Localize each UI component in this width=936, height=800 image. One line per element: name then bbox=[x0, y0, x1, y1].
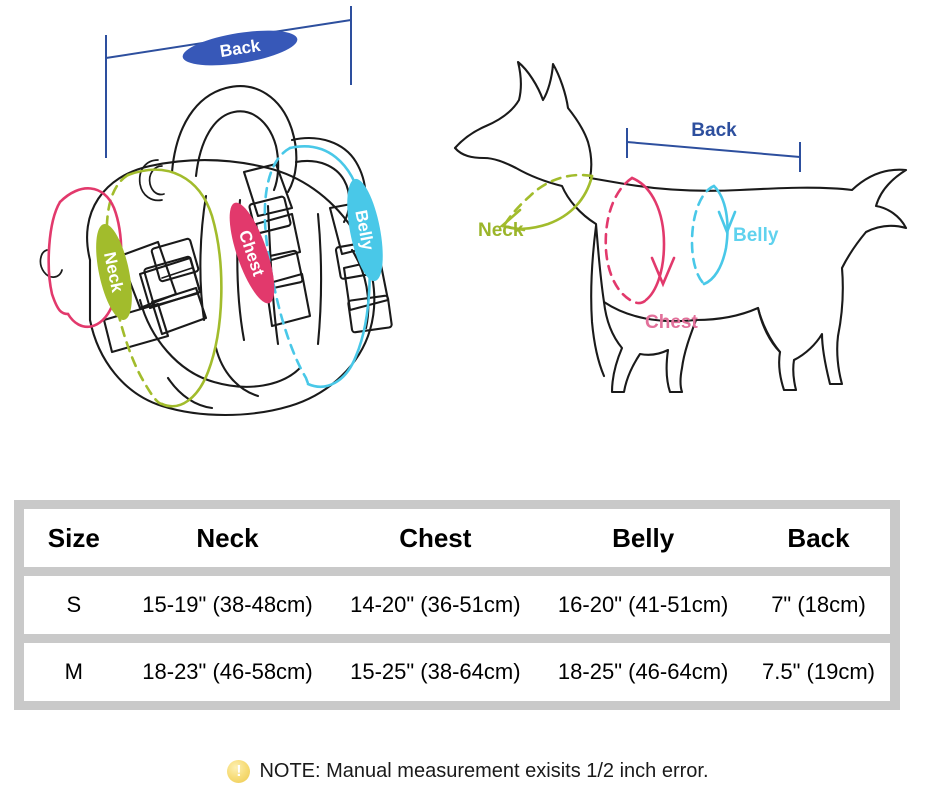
header-belly: Belly bbox=[612, 522, 675, 553]
cell-size: S bbox=[66, 592, 82, 617]
cell-chest: 15-25" (38-64cm) bbox=[350, 659, 521, 684]
header-size: Size bbox=[47, 522, 100, 553]
dog-back-label: Back bbox=[691, 120, 737, 141]
exclamation-icon: ! bbox=[227, 760, 251, 783]
dog-chest-loop bbox=[604, 176, 676, 305]
cell-neck: 15-19" (38-48cm) bbox=[142, 592, 313, 617]
dog-back-dimension: Back bbox=[626, 120, 801, 172]
table-header-row: Size Neck Chest Belly Back bbox=[24, 509, 890, 567]
dog-outline bbox=[453, 60, 908, 394]
header-chest: Chest bbox=[399, 522, 472, 553]
dog-neck-loop bbox=[499, 173, 594, 232]
harness-back-pill: Back bbox=[182, 30, 298, 66]
table-row: S 15-19" (38-48cm) 14-20" (36-51cm) 16-2… bbox=[24, 576, 890, 634]
note-text: NOTE: Manual measurement exisits 1/2 inc… bbox=[259, 760, 709, 782]
dog-chest-label: Chest bbox=[645, 312, 698, 333]
size-chart-table: Size Neck Chest Belly Back S 15-19" (38-… bbox=[14, 500, 900, 710]
dog-neck-label: Neck bbox=[478, 220, 524, 241]
cell-neck: 18-23" (46-58cm) bbox=[142, 659, 313, 684]
harness-neck-pill: Neck bbox=[96, 223, 132, 321]
harness-back-dimension bbox=[105, 6, 352, 158]
table-row: M 18-23" (46-58cm) 15-25" (38-64cm) 18-2… bbox=[24, 643, 890, 701]
harness-illustration: Back Neck Chest Belly bbox=[39, 6, 393, 417]
illustration-panel: Back Neck Chest Belly bbox=[39, 6, 908, 417]
dog-illustration: Back bbox=[453, 60, 908, 394]
harness-outline bbox=[39, 85, 376, 417]
header-neck: Neck bbox=[196, 522, 259, 553]
dog-belly-label: Belly bbox=[733, 225, 779, 246]
header-back: Back bbox=[787, 522, 850, 553]
cell-chest: 14-20" (36-51cm) bbox=[350, 592, 521, 617]
cell-back: 7" (18cm) bbox=[771, 592, 866, 617]
harness-belly-pill: Belly bbox=[347, 178, 383, 282]
note-row: ! NOTE: Manual measurement exisits 1/2 i… bbox=[0, 760, 936, 783]
cell-size: M bbox=[64, 659, 83, 684]
cell-back: 7.5" (19cm) bbox=[762, 659, 875, 684]
dog-belly-loop bbox=[690, 184, 737, 286]
cell-belly: 16-20" (41-51cm) bbox=[557, 592, 729, 617]
cell-belly: 18-25" (46-64cm) bbox=[557, 659, 729, 684]
